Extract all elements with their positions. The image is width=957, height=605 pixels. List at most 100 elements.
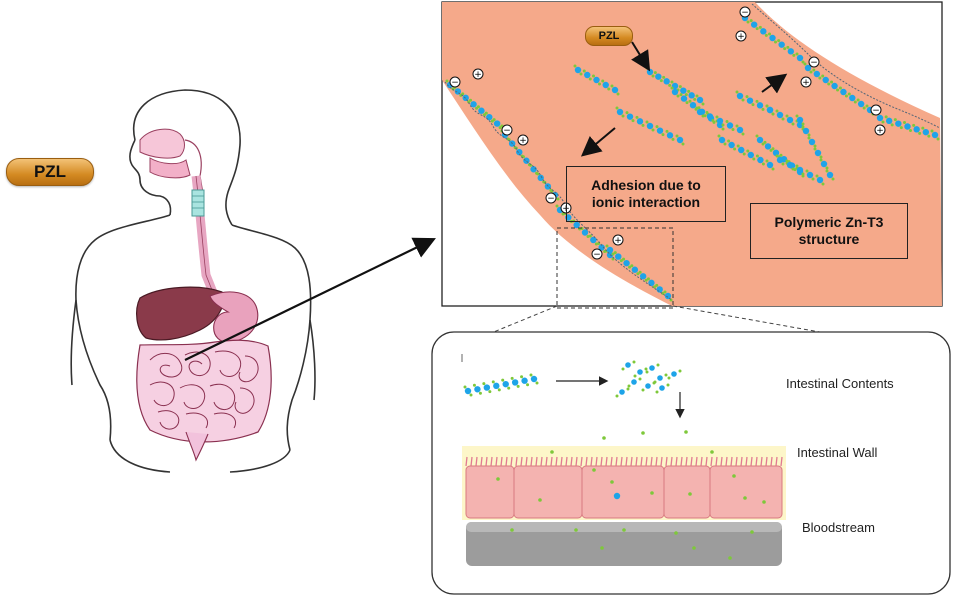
- zinc-ion: [638, 270, 642, 274]
- zn-t3-unit: [537, 174, 544, 182]
- zn-t3-unit: [840, 88, 847, 96]
- svg-text:−: −: [547, 194, 555, 204]
- zn-t3-unit: [598, 244, 605, 251]
- zinc-ion: [741, 98, 745, 102]
- polymer-chain: [795, 114, 835, 181]
- microvillus: [735, 456, 738, 467]
- zn-t3-unit: [813, 70, 821, 78]
- zinc-ion: [685, 101, 689, 105]
- microvillus: [530, 456, 533, 467]
- bloodstream-highlight: [466, 522, 782, 532]
- microvillus: [660, 456, 663, 467]
- structure-label-box: Polymeric Zn-T3 structure: [750, 203, 908, 259]
- microvillus: [630, 456, 633, 467]
- epithelial-cell: [465, 465, 515, 519]
- microvillus: [510, 456, 513, 467]
- zinc-ion: [803, 62, 807, 66]
- zn-t3-unit: [581, 229, 589, 236]
- microvillus: [590, 456, 593, 467]
- zinc-ion: [652, 285, 656, 289]
- zinc-particle: [538, 498, 542, 502]
- pzl-pill-label: PZL: [33, 162, 67, 181]
- zinc-ion: [768, 32, 771, 36]
- zinc-ion: [711, 119, 715, 122]
- zn-t3-unit: [464, 387, 472, 395]
- zinc-ion: [616, 92, 620, 96]
- zinc-ion: [619, 259, 623, 263]
- zn-t3-unit: [772, 149, 780, 156]
- zinc-ion: [628, 265, 632, 269]
- svg-text:−: −: [741, 8, 749, 18]
- zinc-ion: [733, 147, 737, 151]
- zinc-ion: [903, 121, 906, 124]
- zinc-ion: [555, 204, 559, 208]
- zinc-ion: [592, 74, 595, 78]
- zinc-ion: [478, 391, 482, 395]
- zinc-ion: [775, 109, 779, 113]
- zn-t3-unit: [631, 266, 639, 273]
- zinc-ion: [721, 123, 725, 127]
- zn-t3-unit: [766, 106, 774, 114]
- zinc-ion: [644, 367, 648, 371]
- microvillus: [720, 456, 723, 467]
- zn-t3-unit: [615, 253, 622, 260]
- microvillus: [765, 456, 768, 467]
- svg-text:−: −: [503, 126, 511, 136]
- zinc-ion: [598, 82, 601, 86]
- microvillus: [695, 456, 698, 467]
- zinc-particle: [674, 531, 678, 535]
- microvilli: [465, 456, 783, 467]
- zinc-ion: [781, 162, 785, 166]
- zn-t3-unit: [493, 120, 501, 127]
- zinc-ion: [668, 83, 672, 87]
- zinc-ion: [791, 167, 795, 171]
- zinc-ion: [865, 104, 869, 108]
- microvillus: [465, 456, 468, 467]
- zinc-ion: [912, 123, 916, 127]
- zn-t3-unit: [613, 492, 621, 500]
- zinc-ion: [501, 378, 505, 382]
- zn-t3-unit: [736, 126, 744, 134]
- zinc-ion: [603, 250, 607, 253]
- svg-text:−: −: [593, 250, 601, 260]
- zinc-ion: [670, 86, 674, 90]
- microvillus: [755, 456, 758, 467]
- microvillus: [490, 456, 493, 467]
- zinc-ion: [721, 127, 725, 131]
- zinc-ion: [492, 118, 496, 122]
- liver: [136, 286, 225, 341]
- zn-t3-unit: [738, 146, 745, 154]
- pill-release-arrow: [631, 41, 651, 72]
- zinc-particle: [610, 480, 614, 484]
- zn-t3-unit: [663, 78, 670, 85]
- zinc-ion: [717, 134, 721, 138]
- zinc-ion: [645, 120, 649, 124]
- zinc-ion: [615, 106, 619, 110]
- zn-t3-unit: [816, 176, 824, 184]
- zinc-ion: [746, 20, 750, 24]
- small-intestine: [149, 350, 259, 430]
- positive-charge-icon: +: [517, 134, 529, 146]
- zn-t3-unit: [623, 259, 630, 267]
- zinc-ion: [785, 114, 789, 118]
- zn-t3-unit: [523, 157, 530, 164]
- zinc-ion: [594, 242, 598, 246]
- zinc-ion: [497, 388, 501, 392]
- microvillus: [560, 456, 563, 467]
- adhesion-label: Adhesion due to ionic interaction: [591, 177, 701, 210]
- zn-t3-unit: [778, 41, 785, 48]
- zn-t3-unit: [606, 246, 614, 254]
- zinc-ion: [838, 86, 842, 90]
- microvillus: [515, 456, 518, 467]
- zn-t3-unit: [796, 166, 804, 174]
- zinc-ion: [632, 360, 636, 364]
- zn-t3-unit: [776, 111, 784, 119]
- zinc-ion: [631, 119, 635, 123]
- negative-charge-icon: −: [870, 104, 882, 116]
- zn-t3-unit: [804, 64, 812, 72]
- zinc-ion: [786, 45, 790, 49]
- zinc-ion: [792, 53, 796, 57]
- zinc-ion: [827, 82, 831, 86]
- zn-t3-unit: [636, 118, 644, 125]
